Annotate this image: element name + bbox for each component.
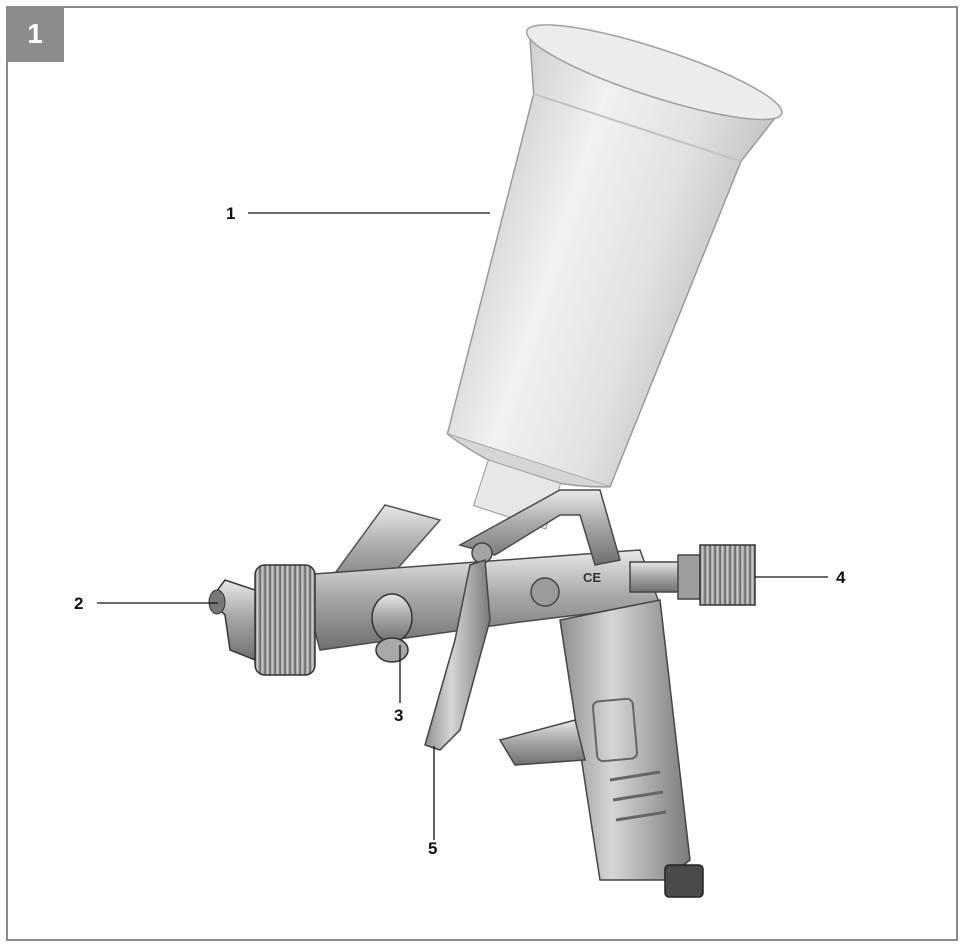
- callout-label-5: 5: [428, 839, 438, 858]
- callout-label-1: 1: [226, 204, 236, 223]
- callout-label-4: 4: [836, 568, 846, 587]
- ce-mark: CE: [583, 570, 601, 585]
- callout-label-3: 3: [394, 706, 404, 725]
- figure-frame: [6, 6, 958, 941]
- nozzle: [208, 564, 316, 676]
- figure-number-badge: 1: [6, 6, 64, 62]
- callout-label-2: 2: [74, 594, 84, 613]
- paint-cup: [446, 24, 783, 530]
- gun-handle: [498, 599, 704, 898]
- regulator-screw: [629, 544, 756, 606]
- trigger: [424, 558, 491, 751]
- adjustment-knob: [371, 593, 413, 663]
